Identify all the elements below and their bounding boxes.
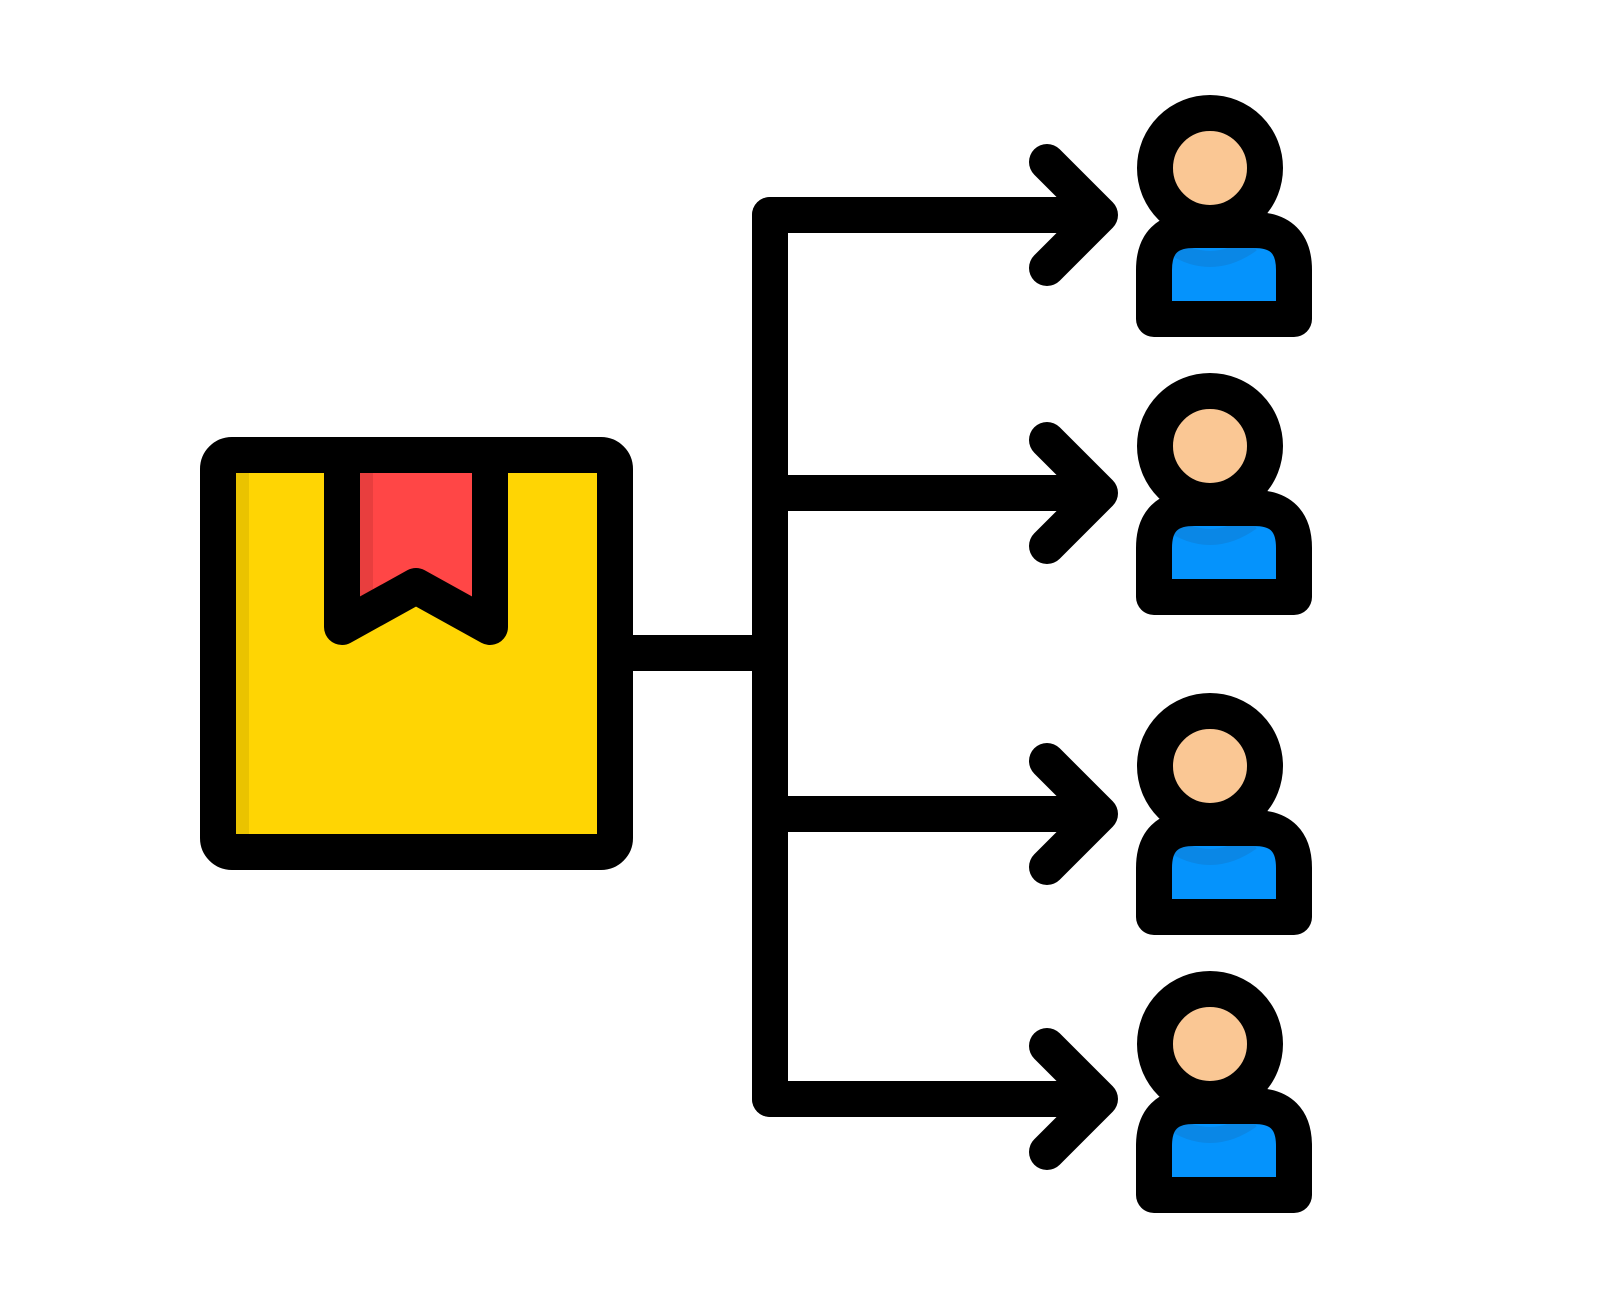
arrow-4 (752, 1028, 1118, 1170)
arrow-head-icon (1029, 422, 1118, 564)
arrow-head-icon (1029, 1028, 1118, 1170)
arrow-1 (752, 144, 1118, 286)
branch-connector (597, 144, 1118, 1170)
user-icon (1136, 373, 1312, 615)
arrow-head-icon (1029, 144, 1118, 286)
user-icon (1136, 95, 1312, 337)
user-head (1137, 971, 1283, 1117)
arrow-2 (752, 422, 1118, 564)
user-head (1137, 373, 1283, 519)
user-icon (1136, 971, 1312, 1213)
arrow-3 (752, 743, 1118, 885)
package-box-icon (200, 437, 633, 870)
arrow-head-icon (1029, 743, 1118, 885)
user-head (1137, 693, 1283, 839)
user-icon (1136, 693, 1312, 935)
user-head (1137, 95, 1283, 241)
